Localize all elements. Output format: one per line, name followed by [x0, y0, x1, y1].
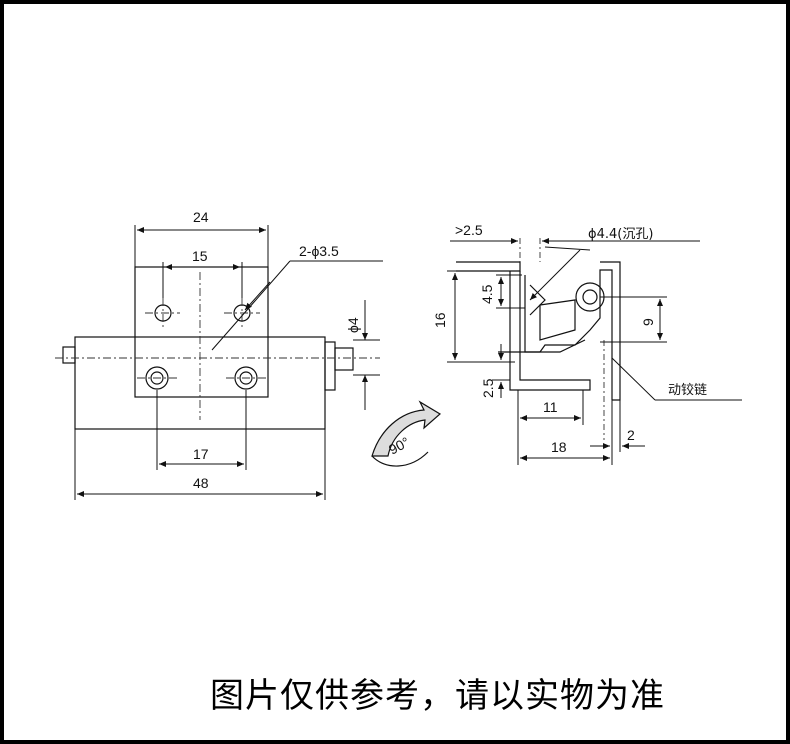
dim-gt25-label: >2.5: [455, 222, 483, 238]
dim-18-label: 18: [551, 439, 567, 455]
side-centerlines: [519, 238, 605, 440]
moving-leaf-outer: [600, 261, 621, 401]
fixed-leaf-top: [456, 261, 521, 272]
dim-11-label: 11: [543, 399, 558, 415]
moving-leaf-label: 动铰链: [668, 383, 707, 398]
upper-leaf: [134, 266, 269, 398]
hinge-body: [74, 336, 326, 430]
hole-callout-label: 2-ϕ3.5: [299, 243, 339, 259]
right-pin: [334, 347, 354, 371]
front-view: [62, 266, 354, 430]
front-centerlines: [55, 272, 380, 420]
dim-48-label: 48: [193, 475, 209, 491]
right-pin-collar: [324, 341, 336, 391]
dim-17-label: 17: [193, 446, 209, 462]
left-pin-stub: [62, 346, 76, 364]
hole-bottom-right-outer: [234, 366, 258, 390]
dim-25-label: 2.5: [480, 378, 496, 398]
countersink-callout-label: ϕ4.4(沉孔): [588, 227, 653, 242]
fixed-leaf-body: [509, 271, 591, 391]
footer-note: 图片仅供参考，请以实物为准: [210, 676, 665, 716]
dim-16-label: 16: [432, 312, 448, 328]
dim-45-label: 4.5: [479, 284, 495, 304]
hole-bottom-right-inner: [239, 371, 253, 385]
front-dimensions: [74, 225, 383, 500]
hole-bottom-left-outer: [145, 366, 169, 390]
knuckle-body: [539, 299, 576, 341]
pin-inner: [582, 289, 598, 305]
rotation-arrow-icon: 90°: [371, 400, 442, 467]
lower-contour: [498, 339, 586, 353]
dim-9-label: 9: [640, 318, 656, 326]
knuckle-notch: [529, 284, 546, 316]
dim-24-label: 24: [193, 209, 209, 225]
hole-bottom-left-inner: [150, 371, 164, 385]
dim-15-label: 15: [192, 248, 208, 264]
side-dimensions: [447, 238, 742, 465]
pin-diameter-label: ϕ4: [345, 317, 361, 333]
side-view: [456, 261, 621, 401]
dim-2-label: 2: [627, 427, 635, 443]
